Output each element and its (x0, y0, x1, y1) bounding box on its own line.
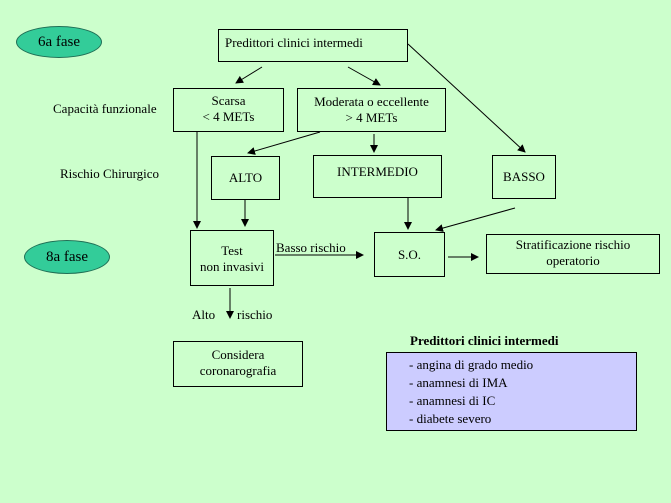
arrow-moderata-alto (247, 131, 321, 155)
predittori-list: - angina di grado medio - anamnesi di IM… (386, 352, 637, 431)
phase-6-label: 6a fase (37, 34, 81, 50)
rischio-chirurgico-label: Rischio Chirurgico (60, 166, 160, 181)
intermedio-box: INTERMEDIO (313, 155, 442, 198)
arrow-predittori-basso (407, 43, 526, 153)
phase-8-label: 8a fase (45, 249, 89, 265)
phase-6-oval: 6a fase (16, 26, 102, 58)
phase-8-oval: 8a fase (24, 240, 110, 274)
arrow-predittori-scarsa (235, 66, 263, 84)
predittori-label: Predittori clinici intermedi (225, 35, 363, 50)
arrow-predittori-moderata (347, 66, 381, 86)
considera-line2: coronarografia (199, 363, 277, 378)
arrow-basso-so (435, 207, 516, 232)
basso-box: BASSO (492, 155, 556, 199)
legend-title: Predittori clinici intermedi (410, 333, 559, 348)
considera-line1: Considera (211, 347, 265, 362)
moderata-box: Moderata o eccellente > 4 METs (297, 88, 446, 132)
alto-label: ALTO (228, 170, 263, 185)
list-item: - anamnesi di IC (409, 393, 496, 408)
stratificazione-box: Stratificazione rischio operatorio (486, 234, 660, 274)
so-box: S.O. (374, 232, 445, 277)
list-item: - angina di grado medio (409, 357, 534, 372)
scarsa-box: Scarsa < 4 METs (173, 88, 284, 132)
scarsa-line2: < 4 METs (202, 109, 255, 124)
capacita-label: Capacità funzionale (53, 101, 157, 116)
predittori-box: Predittori clinici intermedi (218, 29, 408, 62)
basso-rischio-label: Basso rischio (276, 240, 346, 255)
test-line2: non invasivi (200, 259, 264, 274)
alto-rischio-alto-label: Alto (192, 307, 216, 322)
list-item: - anamnesi di IMA (409, 375, 508, 390)
so-label: S.O. (397, 247, 422, 262)
considera-box: Considera coronarografia (173, 341, 303, 387)
test-line1: Test (221, 243, 243, 258)
strat-line2: operatorio (546, 253, 600, 268)
scarsa-line1: Scarsa (211, 93, 246, 108)
alto-rischio-rischio-label: rischio (237, 307, 273, 322)
moderata-line2: > 4 METs (345, 110, 398, 125)
alto-box: ALTO (211, 156, 280, 200)
moderata-line1: Moderata o eccellente (314, 94, 429, 109)
basso-label: BASSO (503, 169, 545, 184)
list-item: - diabete severo (409, 411, 492, 426)
strat-line1: Stratificazione rischio (515, 237, 631, 252)
intermedio-label: INTERMEDIO (337, 164, 418, 179)
test-box: Test non invasivi (190, 230, 274, 286)
